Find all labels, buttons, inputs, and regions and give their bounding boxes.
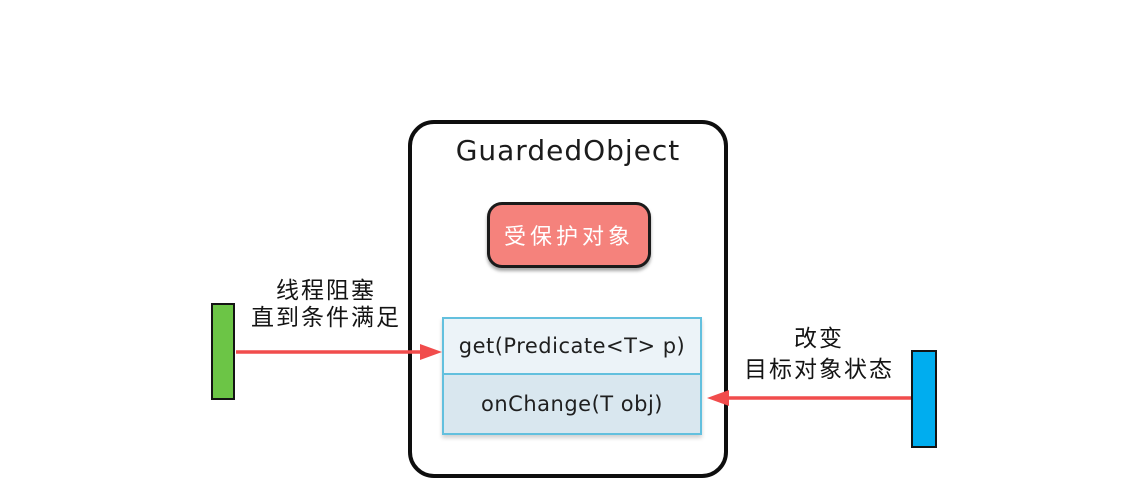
method-onchange-box: onChange(T obj) [444, 375, 700, 433]
right-annotation: 改变 目标对象状态 [733, 324, 905, 386]
right-arrow [707, 390, 911, 406]
method-stack: get(Predicate<T> p) onChange(T obj) [442, 317, 702, 435]
notifying-thread-bar [911, 350, 937, 448]
right-annotation-line1: 改变 [794, 326, 844, 352]
right-annotation-line2: 目标对象状态 [744, 357, 894, 383]
left-annotation-line2: 直到条件满足 [251, 305, 401, 331]
method-get-box: get(Predicate<T> p) [444, 319, 700, 375]
left-annotation-line1: 线程阻塞 [276, 278, 376, 304]
method-onchange-label: onChange(T obj) [481, 392, 663, 416]
waiting-thread-bar [211, 303, 235, 400]
left-annotation: 线程阻塞 直到条件满足 [238, 278, 414, 332]
guarded-object-title: GuardedObject [455, 134, 681, 167]
protected-object-label: 受保护对象 [503, 225, 634, 250]
method-get-label: get(Predicate<T> p) [458, 334, 686, 358]
protected-object-box: 受保护对象 [487, 202, 651, 268]
